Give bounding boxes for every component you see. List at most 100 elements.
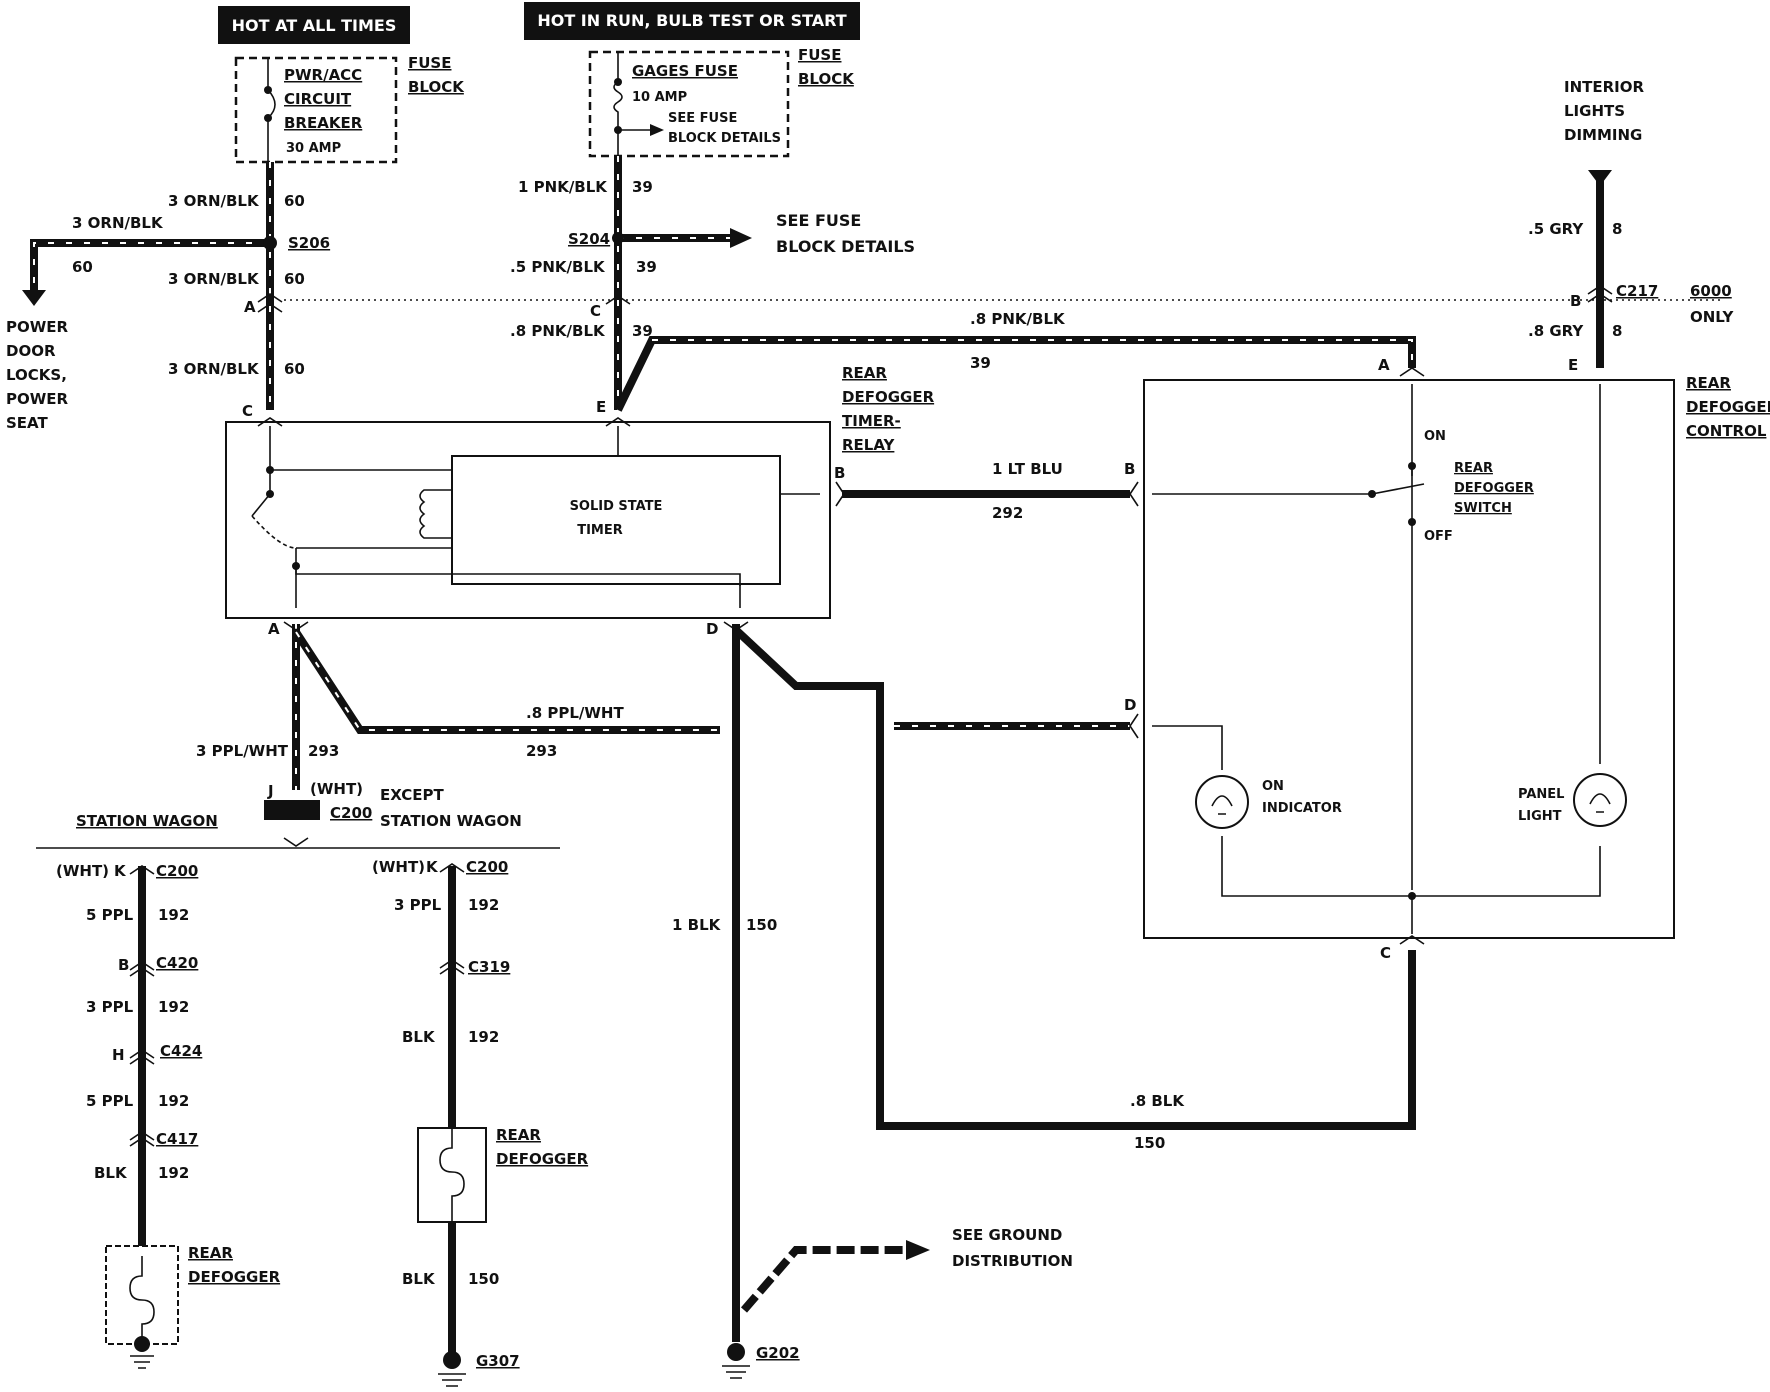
switch-off: OFF — [1424, 529, 1453, 544]
lbl-ppl-wht-8: .8 PPL/WHT — [526, 704, 624, 722]
gages-fuse-symbol — [613, 52, 664, 156]
breaker-line2: CIRCUIT — [284, 90, 352, 108]
pin-c-left: C — [242, 402, 253, 420]
lbl-ppl-5b: 5 PPL — [86, 1092, 134, 1110]
lbl-wht-esw: (WHT) — [372, 858, 425, 876]
pin-c-center: C — [590, 302, 601, 320]
control-name-1: REAR — [1686, 374, 1731, 392]
on-indicator-2: INDICATOR — [1262, 801, 1342, 816]
switch-name-2: DEFOGGER — [1454, 481, 1534, 496]
lbl-rear-sw-2: DEFOGGER — [188, 1268, 281, 1286]
fuse-block-right — [588, 50, 790, 158]
lbl-c60-2: 60 — [72, 258, 93, 276]
lbl-lt-blu: 1 LT BLU — [992, 460, 1063, 478]
lbl-power-1: POWER — [6, 318, 69, 336]
breaker-line1: PWR/ACC — [284, 66, 362, 84]
lbl-c150-1: 150 — [746, 916, 777, 934]
lbl-s204: S204 — [568, 230, 610, 248]
lbl-c292: 292 — [992, 504, 1023, 522]
lbl-blk-8: .8 BLK — [1130, 1092, 1185, 1110]
connector-c-center — [605, 295, 631, 305]
lbl-192-esw-2: 192 — [468, 1028, 499, 1046]
fuse-block-right-label2: BLOCK — [798, 70, 855, 88]
lbl-power-2: DOOR — [6, 342, 56, 360]
lbl-wht-c200: (WHT) — [310, 780, 363, 798]
fuse-block-right-label1: FUSE — [798, 46, 841, 64]
pin-b-relay: B — [834, 464, 845, 482]
lbl-ground-2: DISTRIBUTION — [952, 1252, 1073, 1270]
lbl-station-wagon: STATION WAGON — [76, 812, 218, 830]
lbl-gry-8: .8 GRY — [1528, 322, 1584, 340]
gages-fuse-rating: 10 AMP — [632, 90, 687, 105]
lbl-power-5: SEAT — [6, 414, 48, 432]
pin-e-center: E — [596, 398, 606, 416]
relay-name-3: TIMER- — [842, 412, 901, 430]
lbl-orn-blk-3: 3 ORN/BLK — [168, 270, 260, 288]
relay-name-2: DEFOGGER — [842, 388, 935, 406]
wire-orn-blk — [22, 162, 277, 410]
fuse-block-left-label1: FUSE — [408, 54, 451, 72]
rear-defogger-sw-box — [105, 1245, 179, 1345]
relay-name-1: REAR — [842, 364, 887, 382]
pin-b-sw: B — [118, 956, 129, 974]
lbl-g202: G202 — [756, 1344, 800, 1362]
pin-k-sw: K — [114, 862, 127, 880]
lbl-c8-1: 8 — [1612, 220, 1622, 238]
lbl-c39-2: 39 — [636, 258, 657, 276]
pin-h-sw: H — [112, 1046, 125, 1064]
lbl-c39-4: 39 — [970, 354, 991, 372]
relay-internal-circuit — [251, 426, 820, 608]
pin-b-gry: B — [1570, 292, 1581, 310]
lbl-blk-1: 1 BLK — [672, 916, 722, 934]
lbl-c200-top: C200 — [330, 804, 372, 822]
lbl-except-1: EXCEPT — [380, 786, 445, 804]
lbl-power-3: LOCKS, — [6, 366, 67, 384]
lbl-c39-3: 39 — [632, 322, 653, 340]
breaker-line3: BREAKER — [284, 114, 363, 132]
ground-sw-icon — [130, 1336, 154, 1369]
lbl-c8-2: 8 — [1612, 322, 1622, 340]
lbl-c217: C217 — [1616, 282, 1658, 300]
lbl-see-fuse-2: BLOCK DETAILS — [776, 237, 915, 256]
pin-a-control: A — [1378, 356, 1390, 374]
interior-1: INTERIOR — [1564, 78, 1644, 96]
ground-g202-icon — [722, 1343, 750, 1379]
lbl-c424: C424 — [160, 1042, 202, 1060]
panel-light-2: LIGHT — [1518, 809, 1562, 824]
connector-c200 — [264, 800, 320, 820]
lbl-192-3: 192 — [158, 1092, 189, 1110]
fuse-block-left-label2: BLOCK — [408, 78, 465, 96]
lbl-192-esw-1: 192 — [468, 896, 499, 914]
lbl-c39-1: 39 — [632, 178, 653, 196]
ground-g307-icon — [438, 1351, 466, 1387]
lbl-rear-esw-1: REAR — [496, 1126, 541, 1144]
lbl-blk-sw: BLK — [94, 1164, 128, 1182]
fuse-block-left — [234, 56, 398, 164]
lbl-ground-1: SEE GROUND — [952, 1226, 1062, 1244]
breaker-rating: 30 AMP — [286, 141, 341, 156]
lbl-150-esw: 150 — [468, 1270, 499, 1288]
on-indicator-bulb-icon — [1195, 775, 1249, 829]
lbl-ppl-5a: 5 PPL — [86, 906, 134, 924]
lbl-blk-esw-1: BLK — [402, 1028, 436, 1046]
defogger-element-esw-icon — [439, 1128, 465, 1222]
pin-e-control: E — [1568, 356, 1578, 374]
lbl-rear-esw-2: DEFOGGER — [496, 1150, 589, 1168]
control-internal-circuit — [1152, 384, 1601, 934]
lbl-s206: S206 — [288, 234, 330, 252]
on-indicator-1: ON — [1262, 779, 1284, 794]
solid-state-timer-box — [451, 455, 781, 585]
circuit-breaker-symbol — [264, 58, 276, 162]
defogger-element-sw-icon — [129, 1256, 155, 1344]
lbl-see-fuse-1: SEE FUSE — [776, 211, 861, 230]
header-hot-at-all-times: HOT AT ALL TIMES — [218, 6, 410, 44]
pin-b-control: B — [1124, 460, 1135, 478]
see-fuse-1: SEE FUSE — [668, 111, 737, 126]
lbl-ppl-3-esw: 3 PPL — [394, 896, 442, 914]
lbl-wht-sw: (WHT) — [56, 862, 109, 880]
lbl-192-1: 192 — [158, 906, 189, 924]
switch-name-1: REAR — [1454, 461, 1493, 476]
pin-d-relay: D — [706, 620, 718, 638]
pin-a-left: A — [244, 298, 256, 316]
switch-name-3: SWITCH — [1454, 501, 1512, 516]
